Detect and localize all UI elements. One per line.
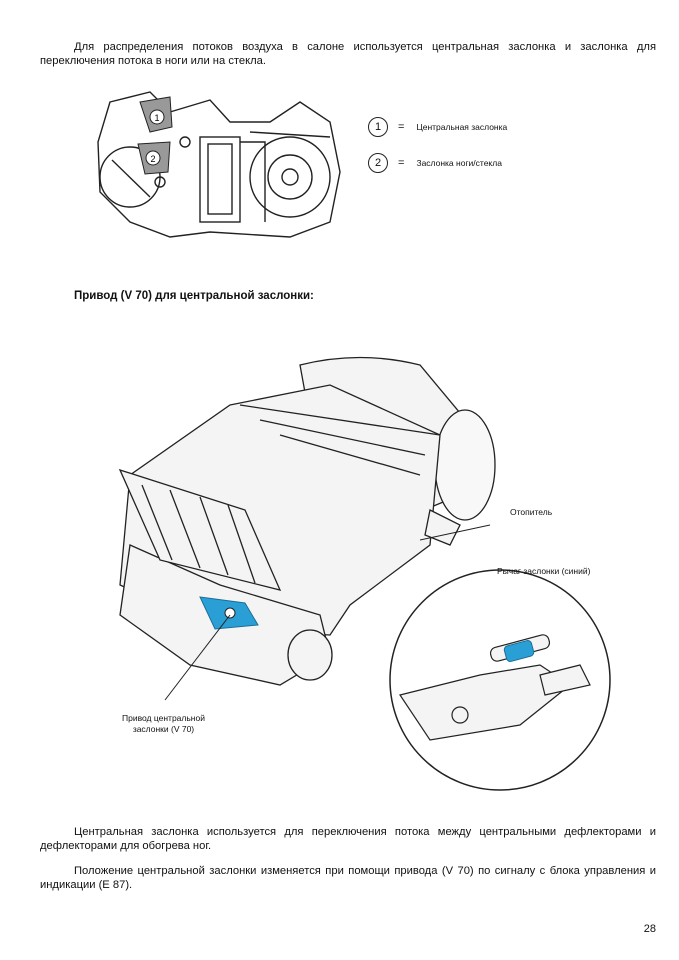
legend-number-2: 2 [368,153,388,173]
paragraph-3: Положение центральной заслонки изменяетс… [40,865,656,891]
legend-label-1: Центральная заслонка [416,122,508,132]
legend-row-2: 2 = Заслонка ноги/стекла [368,153,502,173]
marker-1: 1 [154,113,159,123]
section-heading: Привод (V 70) для центральной заслонки: [74,290,314,302]
callout-actuator-line2: заслонки (V 70) [132,724,195,734]
legend-label-2: Заслонка ноги/стекла [416,158,502,168]
flap-schematic-diagram: 1 2 [97,91,341,238]
legend-equals-2: = [398,157,405,169]
callout-lever: Рычаг заслонки (синий) [497,566,591,576]
legend-row-1: 1 = Центральная заслонка [368,117,507,137]
paragraph-2: Центральная заслонка используется для пе… [40,826,656,852]
callout-actuator-line1: Привод центральной [122,713,205,723]
callout-heater: Отопитель [510,507,553,517]
legend-equals-1: = [398,121,405,133]
marker-2: 2 [150,154,155,164]
callout-actuator: Привод центральной заслонки (V 70) [122,713,205,735]
intro-paragraph: Для распределения потоков воздуха в сало… [40,41,656,67]
heater-unit-illustration [118,356,611,791]
page-number: 28 [643,923,656,935]
legend-number-1: 1 [368,117,388,137]
